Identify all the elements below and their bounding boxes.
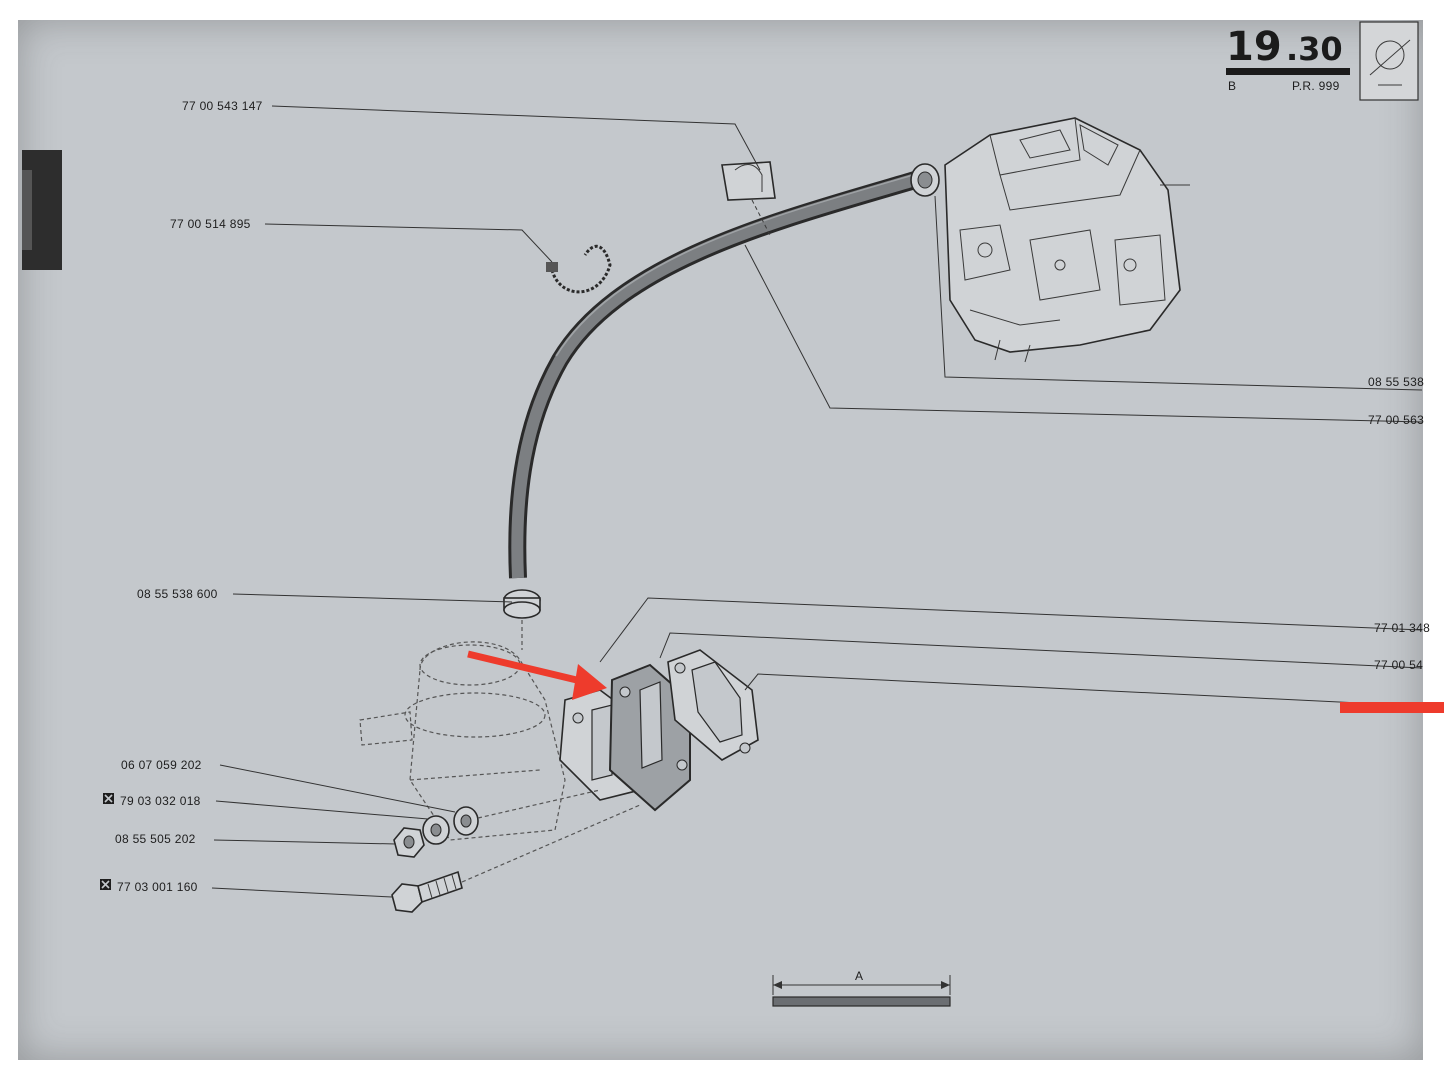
nut-part — [393, 827, 425, 858]
gasket-front-part — [667, 649, 759, 761]
scale-bar: A — [772, 969, 951, 1007]
callout-carb-union: 08 55 538 — [1368, 375, 1424, 389]
carb-union-part — [910, 163, 940, 197]
annotation-arrow-shaft — [467, 650, 586, 686]
callout-hose-clip: 77 00 543 147 — [182, 99, 263, 113]
binding-strip — [22, 170, 32, 250]
callout-pump-union: 08 55 538 600 — [137, 587, 218, 601]
callout-lock-washer: 79 03 032 018 — [120, 794, 201, 808]
stud-axis-line — [461, 804, 641, 883]
callout-washer: 06 07 059 202 — [121, 758, 202, 772]
header-rule — [1226, 68, 1350, 75]
washer-part — [453, 806, 479, 836]
pump-union-part — [503, 589, 541, 650]
callout-labels: 77 00 543 147 77 00 514 895 08 55 538 77… — [100, 99, 1430, 894]
page-header: 19 .30 B P.R. 999 — [1226, 21, 1419, 101]
spacer-block-part — [608, 663, 691, 812]
lock-washer-part — [422, 815, 450, 845]
callout-nut: 08 55 505 202 — [115, 832, 196, 846]
callout-gasket-a: 77 00 54 — [1374, 658, 1423, 672]
tie-wrap-part — [546, 244, 612, 294]
pr-code: P.R. 999 — [1292, 79, 1340, 93]
arrow-head-icon — [572, 664, 607, 700]
callout-stud: 77 03 001 160 — [117, 880, 198, 894]
scale-bar-label: A — [855, 969, 863, 983]
callout-fuel-hose: 77 00 563 — [1368, 413, 1424, 427]
washer-axis-line — [477, 789, 601, 819]
callout-tie-wrap: 77 00 514 895 — [170, 217, 251, 231]
fuel-hose-line — [508, 171, 918, 579]
red-annotation — [467, 650, 1444, 713]
carburettor-assembly — [944, 117, 1190, 363]
annotation-marker-bar — [1340, 702, 1444, 713]
replaced-part-icon — [100, 879, 111, 890]
hose-clip-part — [721, 161, 776, 236]
variant-label: B — [1228, 79, 1236, 93]
replaced-part-icon — [103, 793, 114, 804]
section-number: 19 — [1226, 24, 1282, 70]
catalog-sheet — [18, 20, 1423, 1060]
section-thumbnail-icon — [1359, 21, 1419, 101]
leader-lines — [211, 105, 1423, 898]
section-sub: .30 — [1286, 30, 1343, 68]
callout-spacer-block: 77 01 348 — [1374, 621, 1430, 635]
stud-part — [391, 870, 463, 913]
